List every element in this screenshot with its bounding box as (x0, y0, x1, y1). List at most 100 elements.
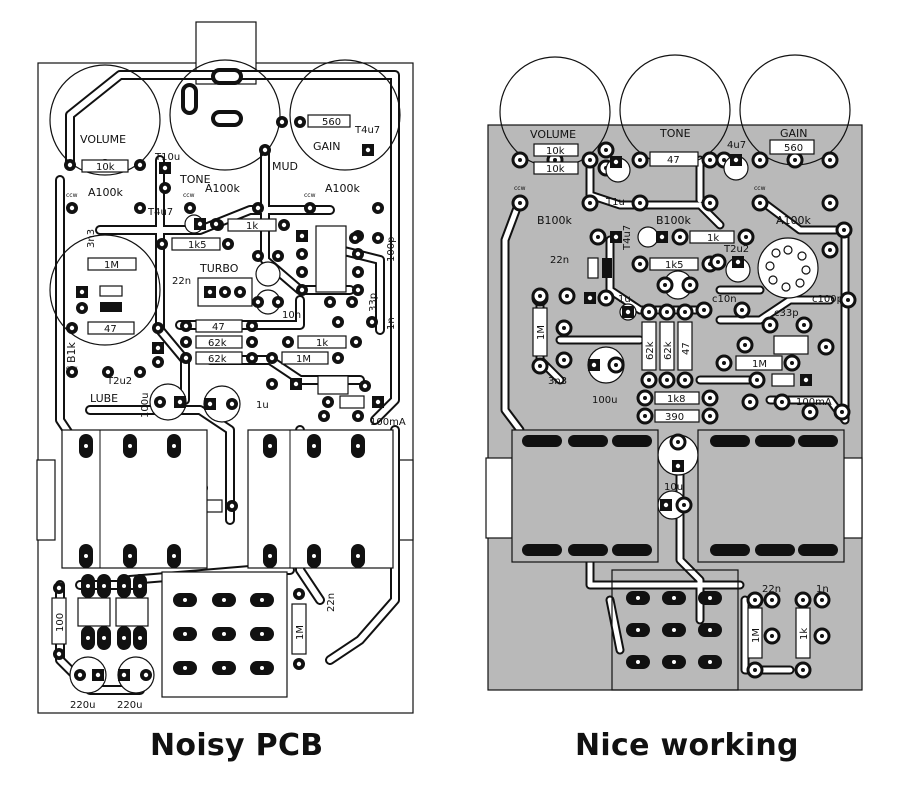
right-c-22n: 22n (550, 255, 569, 266)
left-pot-d-label: B1k (65, 341, 78, 363)
right-r-47b: 47 (681, 342, 692, 355)
right-pot-b-label: B100k (537, 214, 573, 227)
left-pot-a-label: A100k (88, 186, 124, 199)
right-r-62k-a: 62k (645, 341, 656, 360)
left-c-22n: 22n (172, 276, 191, 287)
left-r-1m-mid: 1M (296, 354, 311, 365)
left-tone-pot (169, 59, 281, 171)
right-c-100ma: 100mA (796, 397, 832, 408)
right-c-10n: c10n (712, 294, 737, 305)
right-c-1n-bot: 1n (816, 584, 829, 595)
left-transistor-a (255, 261, 281, 287)
left-pot-b-label: A100k (205, 182, 241, 195)
right-r-1m-bot: 1M (751, 628, 762, 643)
right-ccw-2: ccw (754, 185, 766, 192)
left-gain-label: GAIN (313, 140, 341, 153)
left-r-1m-top: 1M (104, 260, 119, 271)
left-cap-220u-a (69, 656, 107, 694)
right-r-390: 390 (665, 412, 684, 423)
right-t2u2: T2u2 (723, 244, 749, 255)
left-r-100-bot: 100 (55, 613, 66, 632)
left-r-1m-bot: 1M (295, 625, 306, 640)
right-input-jack (511, 429, 659, 563)
right-c-100p: c100p (812, 294, 843, 305)
left-cap-100u (149, 383, 187, 421)
right-r-1m-mid: 1M (752, 359, 767, 370)
right-r-1k5: 1k5 (665, 260, 684, 271)
left-c-100p: 100p (386, 237, 397, 262)
left-c-10n: 10n (282, 310, 301, 321)
left-c-100u: 100u (140, 393, 151, 418)
left-r-47: 47 (212, 322, 225, 333)
left-c-3n3: 3n3 (86, 229, 97, 248)
left-volume-label: VOLUME (80, 133, 126, 146)
left-t2u2: T2u2 (106, 376, 132, 387)
left-jack-tab-left (36, 459, 56, 541)
right-t1u: T1u (605, 197, 625, 208)
left-r-1k-top: 1k (246, 221, 258, 232)
left-footswitch-pads (173, 593, 274, 675)
left-regulator-b (115, 597, 149, 627)
right-misc-pads (531, 154, 857, 645)
right-r-1m: 1M (536, 325, 547, 340)
left-turbo-label: TURBO (199, 262, 239, 275)
left-t10u: T10u (154, 152, 180, 163)
right-c-3n3: 3n3 (548, 376, 567, 387)
left-r-62k-b: 62k (208, 354, 227, 365)
left-r-62k-a: 62k (208, 338, 227, 349)
left-c-220u-a: 220u (70, 700, 95, 711)
right-r-62k-b: 62k (663, 341, 674, 360)
right-t4u7-b: T4u7 (622, 225, 633, 251)
right-r-47: 47 (667, 155, 680, 166)
right-r-1k8: 1k8 (667, 394, 686, 405)
caption-nice-working: Nice working (575, 728, 799, 763)
left-r-1k5: 1k5 (188, 240, 207, 251)
right-r-1k-bot: 1k (799, 628, 810, 640)
left-dc-pad-top (211, 68, 243, 85)
caption-noisy-pcb: Noisy PCB (150, 728, 324, 763)
right-footswitch (611, 569, 739, 691)
left-c-33p: 33p (368, 293, 379, 312)
left-t4u7-b: T4u7 (147, 207, 173, 218)
right-r-1k: 1k (707, 233, 719, 244)
left-ccw-1: ccw (66, 192, 78, 199)
left-dc-pad-side (181, 83, 198, 115)
right-pot-a-label: A100k (776, 214, 812, 227)
left-gain-pot (289, 59, 401, 171)
left-ccw-3: ccw (304, 192, 316, 199)
left-volume-pot (49, 64, 161, 176)
left-pcb-board: VOLUME TONE GAIN MUD TURBO LUBE A100k A1… (36, 21, 414, 714)
right-ccw-1: ccw (514, 185, 526, 192)
right-c-100u: 100u (592, 395, 617, 406)
left-c-100ma: 100mA (370, 417, 406, 428)
right-t4u7-a: 4u7 (727, 140, 746, 151)
left-ccw-2: ccw (183, 192, 195, 199)
left-opamp-ic (315, 225, 347, 293)
left-dc-pad-bottom (211, 110, 243, 127)
right-jack-tab-left (485, 457, 513, 539)
right-output-jack (697, 429, 845, 563)
right-pot-b2-label: B100k (656, 214, 692, 227)
left-regulator-a (77, 597, 111, 627)
left-tone-label: TONE (179, 173, 211, 186)
right-c-33p: c33p (774, 308, 799, 319)
right-ic-pads (765, 245, 811, 292)
left-c-22n-bot: 22n (326, 593, 337, 612)
right-c-22n-bot: 22n (762, 584, 781, 595)
right-volume-label: VOLUME (530, 128, 576, 141)
right-pcb-board: VOLUME TONE GAIN B100k B100k A100k ccw c… (485, 54, 863, 691)
left-pot-c-label: A100k (325, 182, 361, 195)
right-footswitch-pads (626, 591, 722, 669)
right-r-10k-a: 10k (546, 146, 565, 157)
right-gain-label: GAIN (780, 127, 808, 140)
left-c-220u-b: 220u (117, 700, 142, 711)
right-trimmer (637, 226, 659, 248)
left-r-10k: 10k (96, 162, 115, 173)
left-t4u7-a: T4u7 (354, 125, 380, 136)
right-tone-label: TONE (659, 127, 691, 140)
right-c-10u: 10u (664, 482, 683, 493)
right-r-560: 560 (784, 143, 803, 154)
left-lube-label: LUBE (90, 392, 118, 405)
right-resistor-bodies (532, 139, 815, 659)
